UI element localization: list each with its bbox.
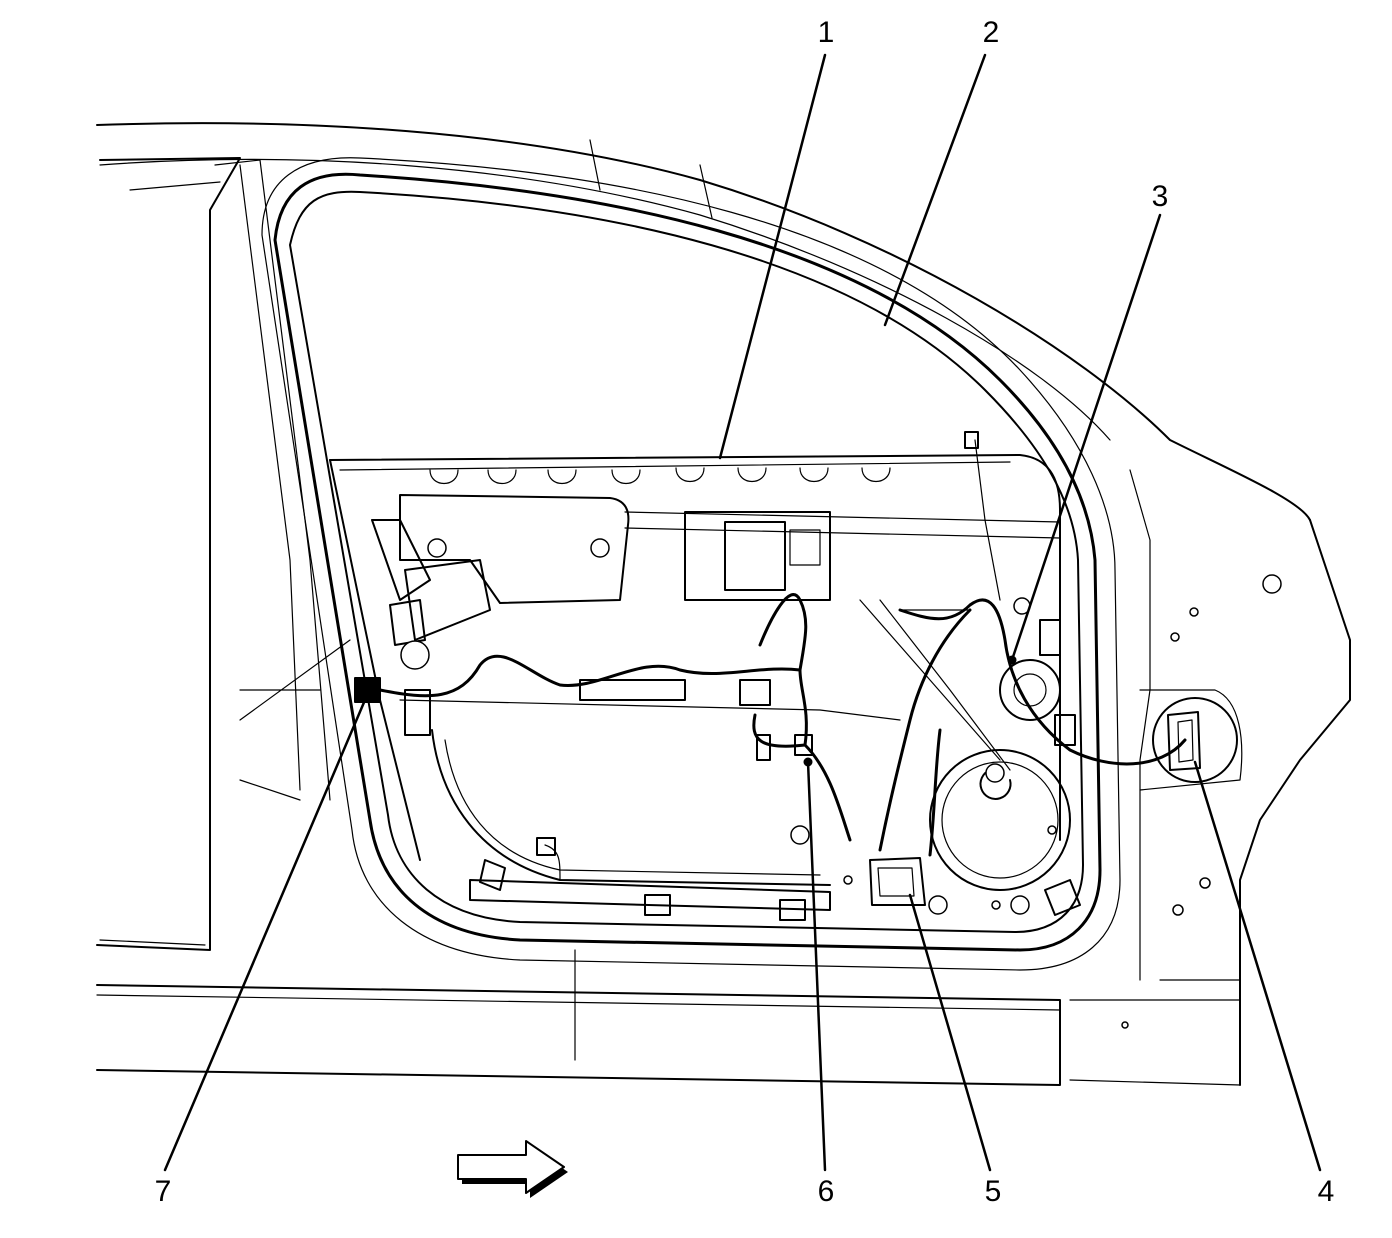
door-wiring-harness: [354, 431, 1238, 906]
body-side-outline: [96, 122, 1351, 1086]
door-frame: [261, 157, 1121, 971]
right-arrow-icon: [457, 1140, 568, 1198]
leader-1: [718, 53, 827, 460]
leader-6: [806, 760, 827, 1172]
callout-6: 6: [818, 1175, 835, 1208]
door-inner-panel: [339, 461, 1081, 921]
flange-slots: [429, 467, 891, 485]
leader-2: [883, 53, 987, 327]
callout-3: 3: [1152, 180, 1169, 213]
callout-4: 4: [1318, 1175, 1335, 1208]
callout-labels: 1 2 3 4 5 6 7: [155, 16, 1335, 1208]
callout-7: 7: [155, 1175, 172, 1208]
leader-3: [1010, 213, 1162, 662]
callout-2: 2: [983, 16, 1000, 49]
leader-5: [908, 893, 992, 1172]
leader-4: [1193, 760, 1322, 1172]
leader-7: [163, 698, 367, 1172]
callout-1: 1: [818, 16, 835, 49]
leader-lines: [163, 53, 1322, 1172]
callout-5: 5: [985, 1175, 1002, 1208]
